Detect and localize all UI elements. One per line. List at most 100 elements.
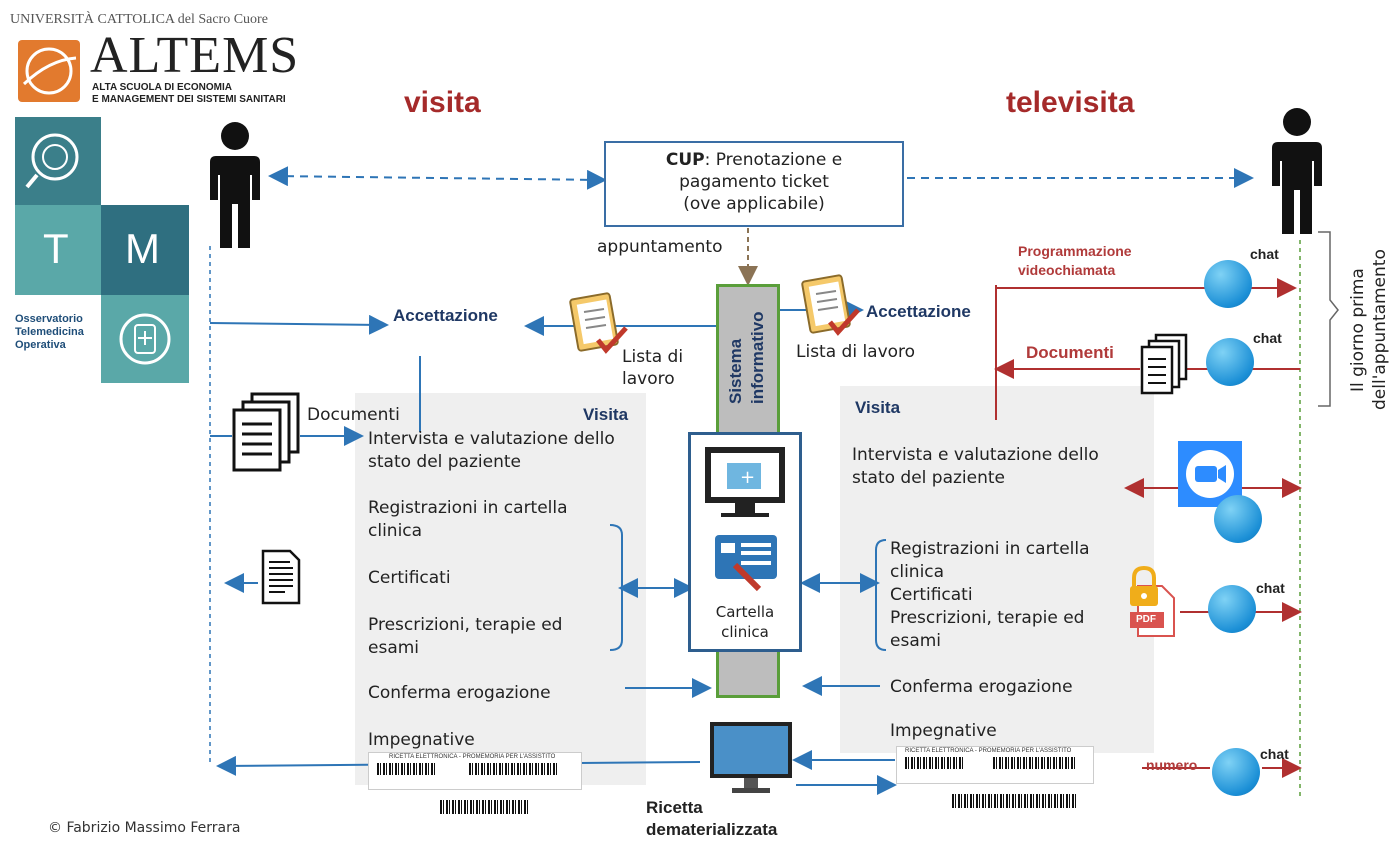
left-documenti: Documenti <box>307 405 400 425</box>
left-accettazione: Accettazione <box>393 306 498 325</box>
left-item-impegnative: Impegnative <box>368 730 475 750</box>
copyright-footer: © Fabrizio Massimo Ferrara <box>48 820 241 836</box>
right-lista: Lista di lavoro <box>796 342 916 362</box>
side-label-2: dell'appuntamento <box>1370 249 1390 410</box>
left-item-conferma: Conferma erogazione <box>368 683 551 703</box>
video-call-tile <box>1178 441 1242 507</box>
chat-bubble-5 <box>1212 748 1260 796</box>
left-lista-line2: lavoro <box>622 369 675 389</box>
title-visita: visita <box>404 86 481 119</box>
clipboard-checklist-right-icon <box>801 274 860 336</box>
chat-bubble-3 <box>1214 495 1262 543</box>
right-intervista-2: stato del paziente <box>852 468 1005 488</box>
chat-label-4: chat <box>1256 580 1285 596</box>
informativo-label: informativo <box>748 311 767 404</box>
cartella-line1: Cartella <box>715 603 775 621</box>
left-item-prescrizioni-1: Prescrizioni, terapie ed <box>368 615 563 635</box>
tm-logo: T M Osservatorio Telemedicina Operativa <box>9 117 191 383</box>
tm-letter-t: T <box>43 225 69 272</box>
left-visita-panel <box>355 393 646 785</box>
left-item-certificati: Certificati <box>368 568 451 588</box>
chat-bubble-1 <box>1204 260 1252 308</box>
right-accettazione: Accettazione <box>866 302 971 321</box>
left-receipt-barcode-2 <box>469 763 559 775</box>
cartella-line2: clinica <box>721 623 769 641</box>
tm-caption-1: Osservatorio <box>15 313 83 325</box>
right-registrazioni-1: Registrazioni in cartella <box>890 539 1090 559</box>
chat-label-1: chat <box>1250 246 1279 262</box>
left-receipt-barcode-3 <box>440 800 530 814</box>
right-receipt-header: RICETTA ELETTRONICA - PROMEMORIA PER L'A… <box>905 748 1072 754</box>
chat-label-5: chat <box>1260 746 1289 762</box>
right-receipt-barcode-2 <box>993 757 1077 769</box>
svg-text:+: + <box>740 467 755 488</box>
altems-subtitle-2: E MANAGEMENT DEI SISTEMI SANITARI <box>92 94 286 105</box>
left-item-registrazioni-2: clinica <box>368 521 423 541</box>
cup-bold-label: CUP <box>665 150 705 170</box>
tm-tile-t: T <box>15 205 101 295</box>
right-registrazioni-2: clinica <box>890 562 945 582</box>
right-intervista-1: Intervista e valutazione dello <box>852 445 1099 465</box>
right-visita-title: Visita <box>855 398 901 417</box>
sistema-label: Sistema <box>726 338 745 404</box>
documents-stack-right-icon <box>1140 333 1188 395</box>
right-conferma: Conferma erogazione <box>890 677 1073 697</box>
altems-brand: ALTEMS <box>90 27 300 84</box>
ricetta-line1: Ricetta <box>646 798 703 817</box>
ricetta-line2: dematerializzata <box>646 820 778 839</box>
university-name: UNIVERSITÀ CATTOLICA del Sacro Cuore <box>10 12 268 27</box>
patient-right-icon <box>1272 108 1322 234</box>
medical-records-icon: + <box>705 447 785 592</box>
right-visita-panel <box>840 386 1154 753</box>
chat-label-2: chat <box>1253 330 1282 346</box>
left-item-registrazioni-1: Registrazioni in cartella <box>368 498 568 518</box>
tm-letter-m: M <box>125 225 160 272</box>
video-camera-icon <box>1186 450 1234 498</box>
right-prescrizioni-2: esami <box>890 631 942 651</box>
documents-stack-left-icon <box>232 392 300 472</box>
patient-left-icon <box>210 122 260 248</box>
title-televisita: televisita <box>1006 86 1135 119</box>
right-impegnative: Impegnative <box>890 721 997 741</box>
certificate-document-icon <box>261 549 301 605</box>
left-item-prescrizioni-2: esami <box>368 638 420 658</box>
tm-tile-search <box>15 117 101 205</box>
left-visita-title: Visita <box>583 405 629 424</box>
tm-tile-device <box>101 295 189 383</box>
tm-caption-3: Operativa <box>15 339 66 351</box>
cup-box: CUP: Prenotazione e pagamento ticket (ov… <box>604 141 904 227</box>
cartella-clinica-box: + Cartella clinica <box>688 432 802 652</box>
right-programmazione-2: videochiamata <box>1018 262 1116 278</box>
right-programmazione-1: Programmazione <box>1018 243 1132 259</box>
right-receipt-barcode-1 <box>905 757 965 769</box>
side-label-1: Il giorno prima <box>1348 268 1368 392</box>
clipboard-checklist-left-icon <box>569 292 628 354</box>
cup-line1: : Prenotazione e <box>704 150 843 170</box>
cup-line3: (ove applicabile) <box>683 194 825 214</box>
right-prescrizioni-1: Prescrizioni, terapie ed <box>890 608 1085 628</box>
left-item-intervista-1: Intervista e valutazione dello <box>368 429 615 449</box>
medical-device-icon <box>119 313 171 365</box>
left-item-intervista-2: stato del paziente <box>368 452 521 472</box>
altems-subtitle-1: ALTA SCUOLA DI ECONOMIA <box>92 82 232 93</box>
right-documenti: Documenti <box>1026 343 1114 362</box>
numero-label: numero <box>1146 757 1198 773</box>
left-receipt-barcode-1 <box>377 763 437 775</box>
left-receipt: RICETTA ELETTRONICA - PROMEMORIA PER L'A… <box>368 752 582 790</box>
right-certificati: Certificati <box>890 585 973 605</box>
altems-emblem-icon <box>22 47 77 95</box>
right-receipt: RICETTA ELETTRONICA - PROMEMORIA PER L'A… <box>896 746 1094 784</box>
left-lista-line1: Lista di <box>622 347 684 367</box>
monitor-icon <box>710 722 792 793</box>
pdf-lock-icon <box>1130 566 1175 637</box>
left-receipt-header: RICETTA ELETTRONICA - PROMEMORIA PER L'A… <box>389 754 556 760</box>
altems-logo-mark <box>18 40 80 102</box>
tm-caption-2: Telemedicina <box>15 326 84 338</box>
cup-line2: pagamento ticket <box>679 172 829 192</box>
chat-bubble-4 <box>1208 585 1256 633</box>
tm-tile-m: M <box>101 205 189 295</box>
appuntamento-label: appuntamento <box>597 237 723 257</box>
pdf-label: PDF <box>1136 614 1156 625</box>
right-receipt-barcode-3 <box>952 794 1076 808</box>
magnifier-icon <box>25 133 79 189</box>
